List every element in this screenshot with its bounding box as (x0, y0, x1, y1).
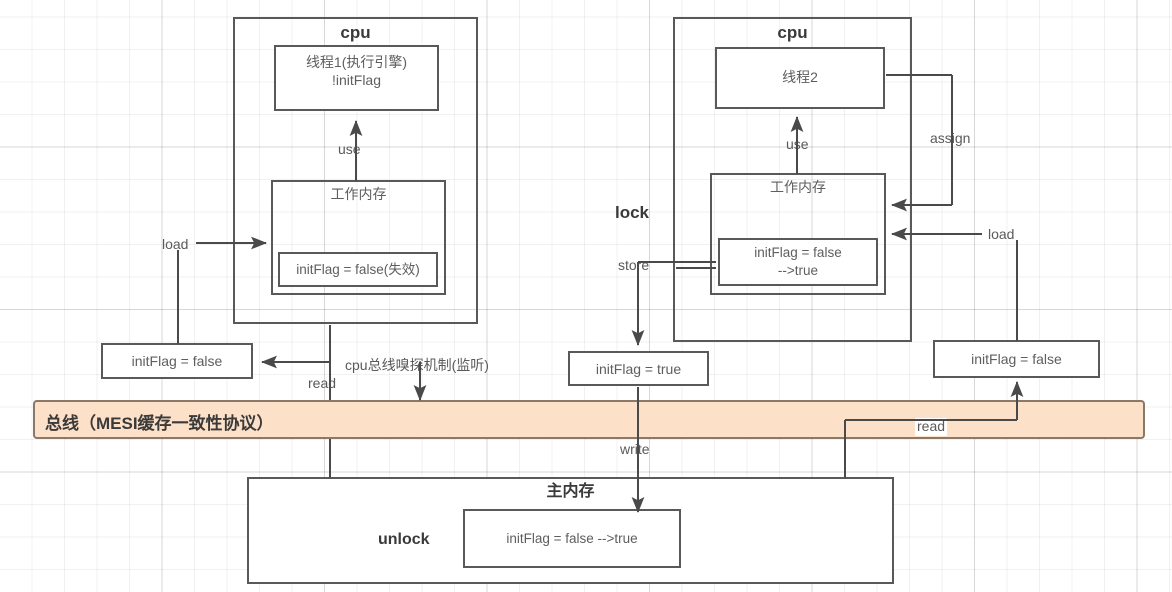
load-left-label: load (162, 236, 189, 252)
cpu-right-working-memory-value: initFlag = false -->true (754, 245, 842, 278)
cache-box-right-label: initFlag = false (971, 351, 1062, 367)
lock-label: lock (615, 203, 650, 222)
cpu-left-use-label: use (338, 141, 361, 157)
cpu-left-thread-box (274, 45, 439, 111)
cpu-left-working-memory (271, 180, 446, 295)
cpu-right-use-label: use (786, 136, 809, 152)
cpu-right-working-memory-value-box (718, 238, 878, 286)
main-memory-title: 主内存 (546, 483, 595, 500)
unlock-label: unlock (378, 531, 430, 548)
cache-box-left (101, 343, 253, 379)
read-left-label: read (308, 375, 337, 391)
cpu-left-working-memory-title: 工作内存 (330, 186, 387, 202)
load-right-label: load (988, 226, 1015, 242)
read-right-label: read (915, 418, 948, 436)
cpu-right-working-memory (710, 173, 886, 295)
cache-box-left-label: initFlag = false (131, 353, 223, 369)
cpu-left-working-memory-value: initFlag = false(失效) (296, 262, 420, 277)
main-memory-value: initFlag = false -->true (506, 531, 638, 546)
cpu-right-thread-box (715, 47, 885, 109)
cache-box-right (933, 340, 1100, 378)
cpu-left-working-memory-value-box (278, 252, 438, 287)
write-label: write (620, 441, 650, 457)
assign-label: assign (930, 130, 971, 146)
cache-box-middle (568, 351, 709, 386)
cpu-left-title: cpu (340, 23, 371, 42)
bus-bar-label: 总线（MESI缓存一致性协议） (45, 414, 274, 433)
main-memory-value-box (463, 509, 681, 568)
store-label: store (618, 257, 650, 273)
snoop-label: cpu总线嗅探机制(监听) (345, 357, 489, 373)
cache-box-middle-label: initFlag = true (595, 361, 682, 377)
cpu-right-container (673, 17, 912, 342)
cpu-left-container (233, 17, 478, 324)
cpu-right-thread-label: 线程2 (782, 69, 818, 85)
cpu-right-title: cpu (777, 23, 808, 42)
cpu-right-working-memory-title: 工作内存 (770, 179, 826, 195)
cpu-left-thread-label: 线程1(执行引擎) !initFlag (305, 54, 408, 89)
